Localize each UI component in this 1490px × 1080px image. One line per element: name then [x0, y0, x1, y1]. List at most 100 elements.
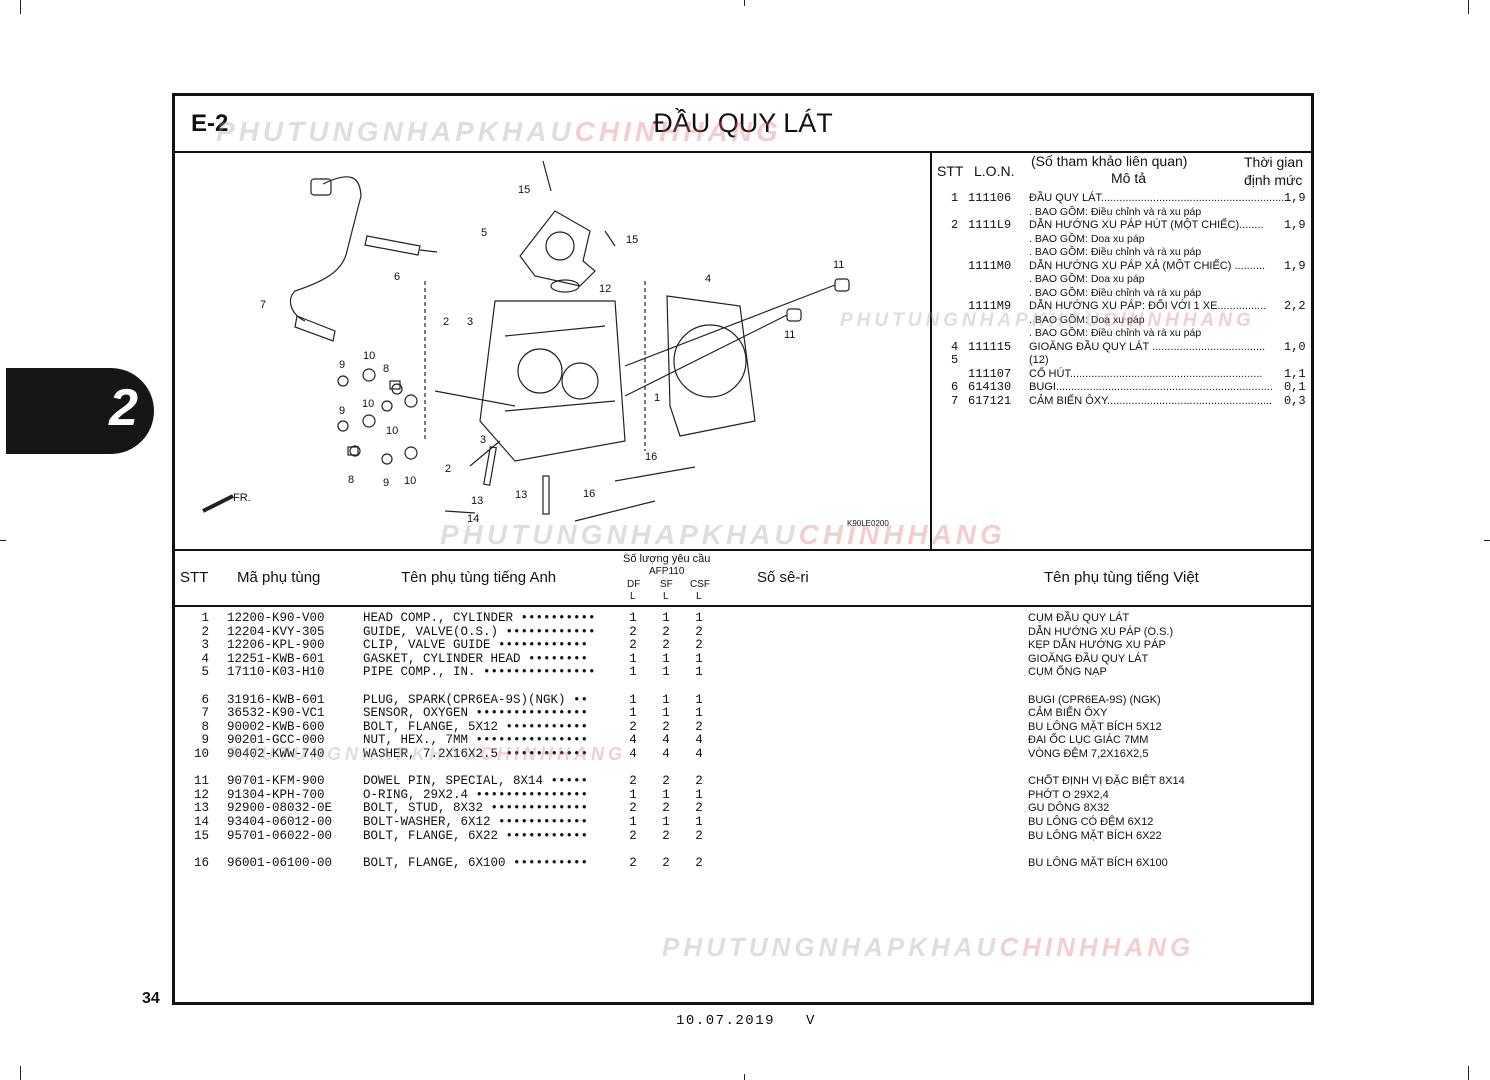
row-qty-sf: 2: [662, 855, 670, 870]
row-qty-sf: 1: [662, 651, 670, 666]
lon-row-stt: 6: [951, 380, 959, 394]
row-qty-sf: 2: [662, 801, 670, 816]
row-part-no: 90002-KWB-600: [227, 719, 325, 734]
lon-row-time: 1,0: [1284, 340, 1306, 354]
page-number: 34: [142, 990, 160, 1007]
row-qty-csf: 2: [695, 828, 703, 843]
row-name-en: DOWEL PIN, SPECIAL, 8X14 •••••: [363, 774, 589, 789]
row-name-vi: CẢM BIẾN ÔXY: [1028, 707, 1108, 720]
crop-mark: [20, 1066, 21, 1080]
row-part-no: 91304-KPH-700: [227, 787, 325, 802]
row-name-vi: BUGI (CPR6EA-9S) (NGK): [1028, 693, 1161, 706]
print-date: 10.07.2019: [676, 1013, 776, 1029]
row-qty-sf: 2: [662, 624, 670, 639]
row-part-no: 36532-K90-VC1: [227, 706, 325, 721]
callout-number: 10: [362, 398, 375, 410]
col-name-en: Tên phụ tùng tiếng Anh: [401, 569, 557, 586]
col-name-vi: Tên phụ tùng tiếng Việt: [1044, 569, 1199, 586]
row-name-vi: CHỐT ĐỊNH VỊ ĐẶC BIỆT 8X14: [1028, 775, 1185, 788]
col-unit: L: [663, 591, 669, 602]
crop-mark: [1484, 540, 1490, 541]
lon-row-desc: CẢM BIẾN ÔXY............................…: [1029, 395, 1273, 407]
stud-bolt: [483, 446, 497, 486]
row-name-vi: CỤM ĐẦU QUY LÁT: [1028, 612, 1130, 624]
callout-number: 13: [471, 495, 484, 507]
row-name-vi: PHỚT O 29X2,4: [1028, 788, 1109, 801]
row-name-vi: KẸP DẪN HƯỚNG XU PÁP: [1028, 639, 1166, 652]
lon-row-time: 1,9: [1284, 218, 1306, 232]
row-stt: 11: [193, 774, 209, 789]
row-name-en: PLUG, SPARK(CPR6EA-9S)(NGK) ••: [363, 692, 589, 707]
row-part-no: 12204-KVY-305: [227, 624, 325, 639]
row-qty-csf: 4: [695, 733, 703, 748]
row-stt: 13: [193, 801, 209, 816]
callout-number: 4: [705, 273, 712, 285]
row-qty-csf: 1: [695, 651, 703, 666]
row-name-en: SENSOR, OXYGEN •••••••••••••••: [363, 706, 589, 721]
lon-row-time: 1,9: [1284, 191, 1306, 205]
dowel-pin: [834, 278, 850, 292]
intake-pipe: [519, 210, 596, 287]
callout-number: 7: [260, 299, 267, 311]
crop-mark: [20, 0, 21, 14]
row-part-no: 90402-KWW-740: [227, 747, 325, 761]
revision-mark: V: [806, 1013, 815, 1029]
row-stt: 15: [193, 828, 209, 843]
callout-number: 8: [348, 474, 355, 486]
row-qty-df: 1: [629, 815, 637, 829]
row-qty-df: 4: [629, 733, 637, 748]
row-part-no: 31916-KWB-601: [227, 692, 325, 707]
callout-number: 13: [515, 489, 528, 501]
row-qty-sf: 4: [662, 747, 670, 761]
lon-row-desc: ĐẦU QUY LÁT.............................…: [1029, 192, 1291, 204]
lon-row-time: 0,1: [1284, 380, 1306, 394]
row-qty-df: 1: [629, 611, 637, 625]
lon-row-desc: CỔ HÚT..................................…: [1029, 368, 1263, 380]
valve-guide: [469, 440, 501, 467]
col-unit: L: [696, 591, 702, 602]
row-qty-df: 1: [629, 651, 637, 666]
callout-number: 10: [363, 350, 376, 362]
row-part-no: 12200-K90-V00: [227, 611, 325, 625]
flange-bolt: [574, 500, 656, 522]
row-name-en: BOLT, FLANGE, 6X22 •••••••••••: [363, 828, 589, 843]
row-qty-df: 4: [629, 747, 637, 761]
lon-row-time: 0,3: [1284, 394, 1306, 408]
col-df: DF: [627, 579, 641, 590]
flange-bolt: [542, 160, 552, 192]
lon-row-desc: DẪN HƯỚNG XU PÁP: ĐỐI VỚI 1 XE..........…: [1029, 300, 1267, 312]
section-tab: 2: [6, 368, 154, 454]
lon-row-desc: DẪN HƯỚNG XU PÁP HÚT (MỘT CHIẾC)........: [1029, 219, 1264, 231]
row-qty-sf: 2: [662, 774, 670, 789]
callout-number: 14: [467, 513, 480, 525]
row-qty-csf: 2: [695, 719, 703, 734]
row-qty-sf: 1: [662, 665, 670, 680]
crop-mark: [1468, 1066, 1469, 1080]
col-unit: L: [630, 591, 636, 602]
lon-row-code: 617121: [968, 394, 1012, 408]
row-name-en: O-RING, 29X2.4 •••••••••••••••: [363, 787, 589, 802]
row-qty-csf: 2: [695, 624, 703, 639]
oxygen-sensor: [294, 315, 336, 342]
row-qty-sf: 1: [662, 815, 670, 829]
callout-number: 15: [518, 184, 531, 196]
lon-row-code: 111107: [968, 367, 1012, 381]
row-name-vi: ĐAI ỐC LỤC GIÁC 7MM: [1028, 734, 1149, 747]
row-qty-csf: 4: [695, 747, 703, 761]
lon-header-ref: (Số tham khảo liên quan): [1031, 153, 1188, 169]
col-part-no: Mã phụ tùng: [237, 569, 321, 586]
lon-header-stt: STT: [937, 163, 964, 179]
crop-mark: [1468, 0, 1469, 14]
row-part-no: 93404-06012-00: [227, 815, 333, 829]
row-name-en: BOLT, STUD, 8X32 •••••••••••••: [363, 801, 589, 816]
spark-plug: [364, 235, 421, 256]
cylinder-head-drawing: FR. K90LE0200: [202, 160, 889, 528]
